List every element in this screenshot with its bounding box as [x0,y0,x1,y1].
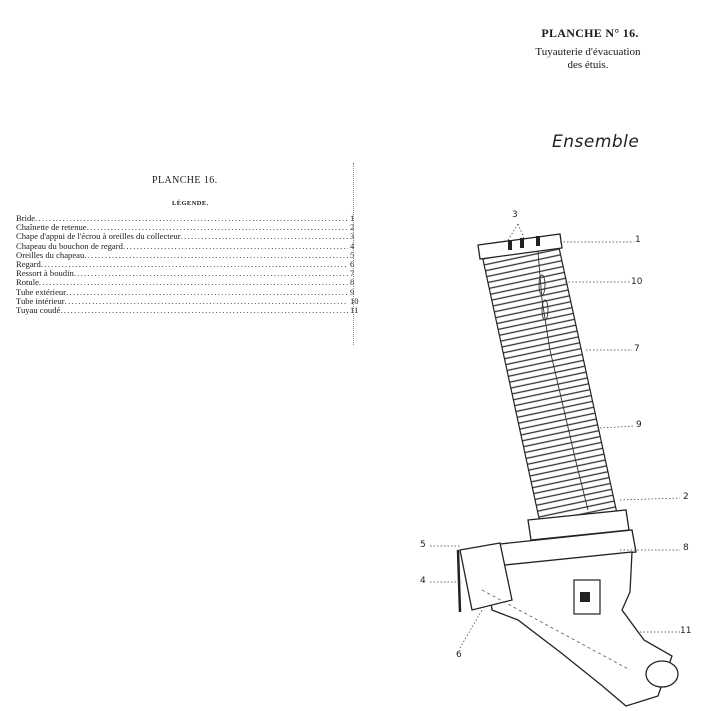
legend-item: Tuyau coudé 11 [16,306,362,315]
callout-4: 4 [420,576,426,586]
legend-item: Rotule 8 [16,278,362,287]
callout-11: 11 [680,626,692,636]
legend-item-number: 5 [350,250,355,260]
legend-item-number: 4 [350,241,355,251]
legend-item-label: Tube intérieur [16,296,65,306]
leader-dots [87,223,348,232]
legend-item-number: 1 [350,214,355,224]
legend-item-label: Regard [16,259,41,270]
leader-dots [84,251,348,260]
legend-item: Tube extérieur 9 [16,288,362,297]
legend-title: PLANCHE 16. [152,175,218,186]
legend-item-label: Bride [16,214,36,224]
callout-5: 5 [420,540,426,550]
legend-item-number: 7 [350,269,355,279]
callout-1: 1 [635,235,641,245]
legend-subtitle: LÉGENDE. [172,200,209,207]
elbow-pipe [456,542,679,707]
callout-6: 6 [456,650,462,660]
plate-header-subtitle: Tuyauterie d'évacuation des étuis. [498,46,678,72]
leader-dots [123,242,348,251]
callout-9: 9 [636,420,642,430]
legend-item-number: 6 [350,259,355,270]
legend-item-label: Ressort à boudin [16,269,74,279]
legend-item-label: Chapeau du bouchon de regard [16,241,123,251]
plate-subtitle-line-2: des étuis. [567,59,609,71]
legend-item-number: 2 [350,223,355,233]
legend-item-label: Tuyau coudé [16,305,61,315]
legend-item-label: Tube extérieur [16,287,67,297]
leader-dots [181,232,348,241]
leader-dots [65,297,348,306]
legend-item-label: Chaînette de retenue [16,223,87,233]
legend-item-number: 3 [350,232,355,242]
legend-item: Ressort à boudin 7 [16,269,362,278]
plate-subtitle-line-1: Tuyauterie d'évacuation [535,46,641,58]
legend-item-number: 9 [350,287,355,297]
legend-item: Oreilles du chapeau 5 [16,251,362,260]
leader-dots [41,260,348,269]
callout-7: 7 [634,344,640,354]
legend-item-number: 11 [350,305,359,315]
callout-2: 2 [683,492,689,502]
top-flange [477,233,563,260]
drawing-caption: Ensemble [552,132,640,152]
legend-list: Bride 1 Chaînette de retenue 2 Chape d'app… [16,214,362,315]
callout-10: 10 [631,277,643,287]
legend-item-label: Rotule [16,278,39,288]
legend-item: Chaînette de retenue 2 [16,223,362,232]
legend-item-number: 8 [350,278,355,288]
legend-item: Chapeau du bouchon de regard 4 [16,242,362,251]
leader-dots [60,306,348,315]
legend-item-number: 10 [350,296,359,306]
callout-3: 3 [512,210,518,220]
plate-header-title: PLANCHE N° 16. [541,26,639,40]
leader-dots [35,214,348,223]
retaining-chain [537,251,589,511]
legend-item: Chape d'appui de l'écrou à oreilles du c… [16,232,362,241]
leader-dots [74,269,348,278]
legend-dotted-rule [353,163,354,345]
legend-item-label: Oreilles du chapeau [16,250,85,260]
legend-item: Bride 1 [16,214,362,223]
legend-item: Regard 6 [16,260,362,269]
callout-8: 8 [683,543,689,553]
leader-dots [66,288,348,297]
pipe-assembly-drawing [430,223,681,707]
leader-dots [39,278,348,287]
leader-lines [430,223,681,649]
legend-item-label: Chape d'appui de l'écrou à oreilles du c… [16,232,181,242]
outer-tube [481,242,619,533]
legend-item: Tube intérieur 10 [16,297,362,306]
